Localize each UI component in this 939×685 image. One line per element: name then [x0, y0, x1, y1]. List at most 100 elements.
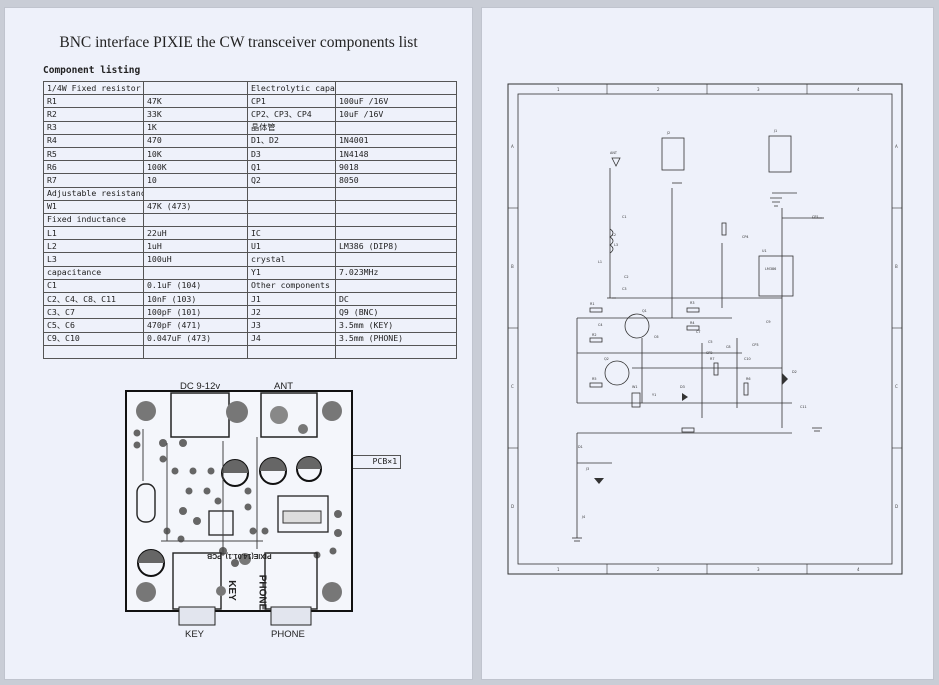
schematic-ref-label: C6 — [654, 335, 659, 339]
schematic-ref-label: R5 — [592, 377, 597, 381]
table-cell: 0.047uF (473) — [143, 331, 248, 346]
border-label-left: C — [511, 384, 514, 389]
table-cell: 100uF /16V — [335, 94, 457, 109]
border-label-top: 2 — [657, 87, 660, 92]
pcb-layout-drawing: DC 9-12v ANT PIXIE(14.01.1)_PCB KEY PHON… — [123, 381, 363, 648]
table-cell: R7 — [43, 173, 144, 188]
border-label-right: C — [895, 384, 898, 389]
schematic-ref-label: C1 — [622, 215, 627, 219]
table-cell: 33K — [143, 107, 248, 122]
table-cell: 47K (473) — [143, 199, 248, 214]
border-label-bottom: 2 — [657, 567, 660, 572]
key-jack-label: KEY — [185, 629, 205, 640]
border-label-right: D — [895, 504, 898, 509]
schematic-ref-label: R6 — [746, 377, 751, 381]
phone-silkscreen-label: PHONE — [256, 574, 268, 611]
table-cell — [247, 199, 336, 214]
table-cell: 8050 — [335, 173, 457, 188]
table-cell: R4 — [43, 133, 144, 148]
table-cell: J2 — [247, 305, 336, 320]
border-label-top: 3 — [757, 87, 760, 92]
table-cell: 100K — [143, 160, 248, 175]
border-label-left: B — [511, 264, 514, 269]
table-cell — [247, 186, 336, 201]
table-cell: 1N4148 — [335, 146, 457, 162]
table-cell: L3 — [43, 252, 144, 267]
table-cell: Q9 (BNC) — [335, 305, 457, 320]
schematic-ref-label: U1 — [762, 249, 767, 253]
table-cell: LM386 (DIP8) — [335, 239, 457, 254]
border-label-bottom: 4 — [857, 567, 860, 572]
table-cell — [143, 80, 248, 96]
schematic-ref-label: L1 — [598, 260, 602, 264]
schematic-ref-label: D1 — [578, 445, 583, 449]
table-cell: D1、D2 — [247, 133, 336, 148]
document-title: BNC interface PIXIE the CW transceiver c… — [59, 34, 418, 51]
table-cell: capacitance — [43, 265, 144, 280]
schematic-ref-label: D3 — [680, 385, 685, 389]
schematic-ref-label: C8 — [726, 345, 731, 349]
table-cell: D3 — [247, 146, 336, 162]
schematic-ref-label: C10 — [744, 357, 751, 361]
table-cell: Other components — [247, 278, 336, 294]
border-label-bottom: 3 — [757, 567, 760, 572]
table-row: PCB×1 — [44, 358, 457, 469]
table-cell — [335, 278, 457, 294]
border-label-left: D — [511, 504, 514, 509]
table-cell: C1 — [43, 278, 144, 294]
table-cell: 470 — [143, 133, 248, 148]
table-cell — [335, 199, 457, 214]
table-cell: Q2 — [247, 173, 336, 188]
table-cell: U1 — [247, 239, 336, 254]
table-cell: 100pF (101) — [143, 305, 248, 320]
board-silkscreen-text: PIXIE(14.01.1)_PCB — [207, 552, 272, 559]
schematic-ref-label: R2 — [592, 333, 597, 337]
table-cell — [43, 344, 144, 359]
table-cell: R6 — [43, 160, 144, 175]
schematic-ref-label: CP1 — [812, 215, 819, 219]
table-cell: Fixed inductance — [43, 212, 144, 228]
schematic-ref-label: LM386 — [765, 267, 776, 271]
table-cell: C5、C6 — [43, 318, 144, 333]
table-cell: 47K — [143, 94, 248, 109]
border-label-right: B — [895, 264, 898, 269]
border-label-top: 1 — [557, 87, 560, 92]
schematic-ref-label: C5 — [708, 340, 713, 344]
schematic-ref-label: CP4 — [742, 235, 749, 239]
schematic-ref-label: CP2 — [706, 351, 713, 355]
schematic-ref-label: C11 — [800, 405, 807, 409]
schematic-ref-label: R4 — [690, 321, 695, 325]
table-cell — [143, 186, 248, 201]
ant-label: ANT — [274, 381, 293, 392]
table-cell — [143, 265, 248, 280]
table-cell: C3、C7 — [43, 305, 144, 320]
table-cell: 100uH — [143, 252, 248, 267]
table-cell: Q1 — [247, 160, 336, 175]
table-cell: C9、C10 — [43, 331, 144, 346]
schematic-ref-label: ANT — [610, 151, 618, 155]
table-cell — [335, 120, 457, 135]
schematic-ref-label: D2 — [792, 370, 797, 374]
table-cell: 10K — [143, 146, 248, 162]
table-cell — [335, 186, 457, 201]
schematic-ref-label: Q1 — [642, 309, 647, 313]
table-cell — [335, 212, 457, 228]
dc-jack-label: DC 9-12v — [180, 381, 221, 392]
table-cell — [335, 344, 457, 359]
